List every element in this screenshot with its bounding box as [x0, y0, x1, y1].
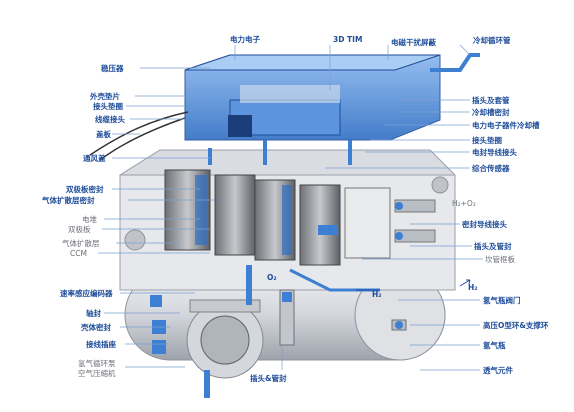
label-ccm: CCM [70, 249, 87, 258]
label-integrated-sensor: 综合传感器 [472, 164, 510, 173]
label-h2-tank: 氢气瓶 [483, 341, 506, 350]
label-breather: 透气元件 [483, 366, 513, 375]
label-shaft-seal: 轴封 [86, 309, 101, 318]
label-pe-cooling: 电力电子器件冷却槽 [472, 121, 540, 130]
label-connector-seal: 插头及管封 [474, 242, 512, 251]
label-wire-harness: 接线插座 [86, 340, 116, 349]
label-h2-o2: H₂+O₂ [452, 199, 476, 208]
label-housing-seal: 壳体密封 [81, 323, 111, 332]
connector-assembly [279, 289, 295, 346]
label-bipolar-plate: 双极板 [68, 225, 91, 234]
flow-arrows [356, 279, 471, 291]
power-electronics-enclosure [184, 54, 441, 141]
leader-lines [98, 44, 483, 371]
label-cell: 电堆 [82, 215, 97, 224]
label-power-electronics: 电力电子 [230, 35, 260, 44]
label-h2-valve: 氢气瓶阀门 [483, 296, 521, 305]
label-housing-gasket: 外壳垫片 [90, 92, 120, 101]
label-coolant-pipe: 冷却循环管 [473, 36, 511, 45]
coolant-pipes [208, 53, 480, 165]
cables [89, 111, 189, 161]
label-seal-wire-connector: 密封导线接头 [462, 220, 507, 229]
label-h2-pump: 氢气循环泵 [78, 359, 116, 368]
tank-valve [391, 319, 407, 331]
label-air-compressor: 空气压缩机 [78, 369, 116, 378]
label-speed-sensor: 速率感应编码器 [60, 289, 113, 298]
label-h2-hose: H₂ [372, 290, 382, 299]
label-fitting-plate: 坎管框板 [485, 255, 515, 264]
label-h2-arrow: H₂ [468, 283, 478, 292]
label-gdl: 气体扩散层 [62, 239, 100, 248]
label-hp-oring: 高压O型环&支撑环 [483, 321, 549, 330]
label-connector-and-hose: 插头及套管 [472, 96, 510, 105]
label-bipolar-seal: 双极板密封 [66, 185, 104, 194]
label-connector-gasket-r: 接头垫圈 [472, 136, 502, 145]
label-coolant-seal: 冷却槽密封 [472, 108, 510, 117]
label-vent: 通风盖 [83, 154, 106, 163]
label-gdl-seal: 气体扩散层密封 [42, 196, 95, 205]
side-fittings [318, 199, 436, 243]
label-harness-connector: 线缆接头 [95, 115, 125, 124]
label-connector-gasket: 接头垫圈 [93, 102, 123, 111]
label-3d-tim: 3D TIM [333, 35, 363, 44]
label-o2: O₂ [267, 273, 277, 282]
label-cover: 盖板 [96, 130, 111, 139]
label-connector-seal-b: 插头&管封 [250, 374, 287, 383]
fuel-cell-stack [164, 169, 391, 266]
label-stack-seal-r: 电封导线接头 [472, 148, 517, 157]
label-emi-shield: 电磁干扰屏蔽 [391, 38, 436, 47]
label-pressure-plate: 稳压器 [101, 64, 124, 73]
